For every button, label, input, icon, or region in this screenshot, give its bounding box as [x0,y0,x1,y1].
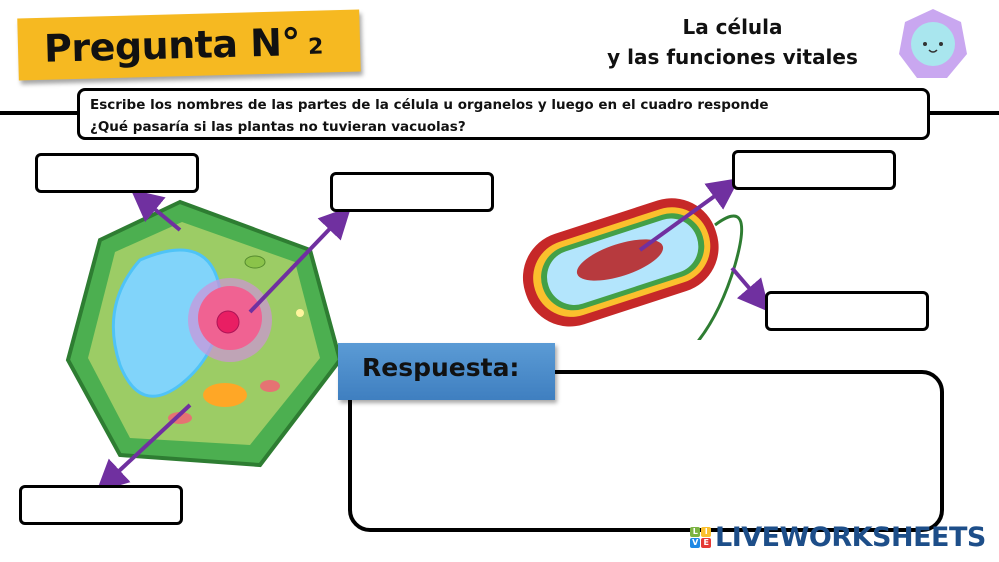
logo-letter: L [690,527,700,537]
cell-mascot-icon [899,9,967,78]
logo-letter: I [701,527,711,537]
instructions-box: Escribe los nombres de las partes de la … [77,88,930,140]
logo-letter: E [701,538,711,548]
brand-name: LIVEWORKSHEETS [715,522,986,553]
topic-line-1: La célula [682,15,783,39]
topic-line-2: y las funciones vitales [607,45,858,69]
instructions-question: ¿Qué pasaría si las plantas no tuvieran … [90,119,466,135]
label-input-4[interactable] [765,291,929,331]
liveworksheets-logo: L I V E LIVEWORKSHEETS [690,522,986,553]
bacterium-image [522,198,744,340]
title: Pregunta N° [43,20,301,71]
label-input-2[interactable] [330,172,494,212]
title-banner: Pregunta N° 2 [17,9,361,81]
logo-letter: V [690,538,700,548]
label-input-1[interactable] [35,153,199,193]
logo-icon: L I V E [690,527,711,548]
question-number: 2 [307,33,324,60]
label-input-3[interactable] [732,150,896,190]
topic-title: La célula y las funciones vitales [560,12,905,72]
instructions-line-1: Escribe los nombres de las partes de la … [90,97,769,113]
answer-label: Respuesta: [338,343,555,400]
label-input-5[interactable] [19,485,183,525]
plant-cell-image [65,199,343,468]
